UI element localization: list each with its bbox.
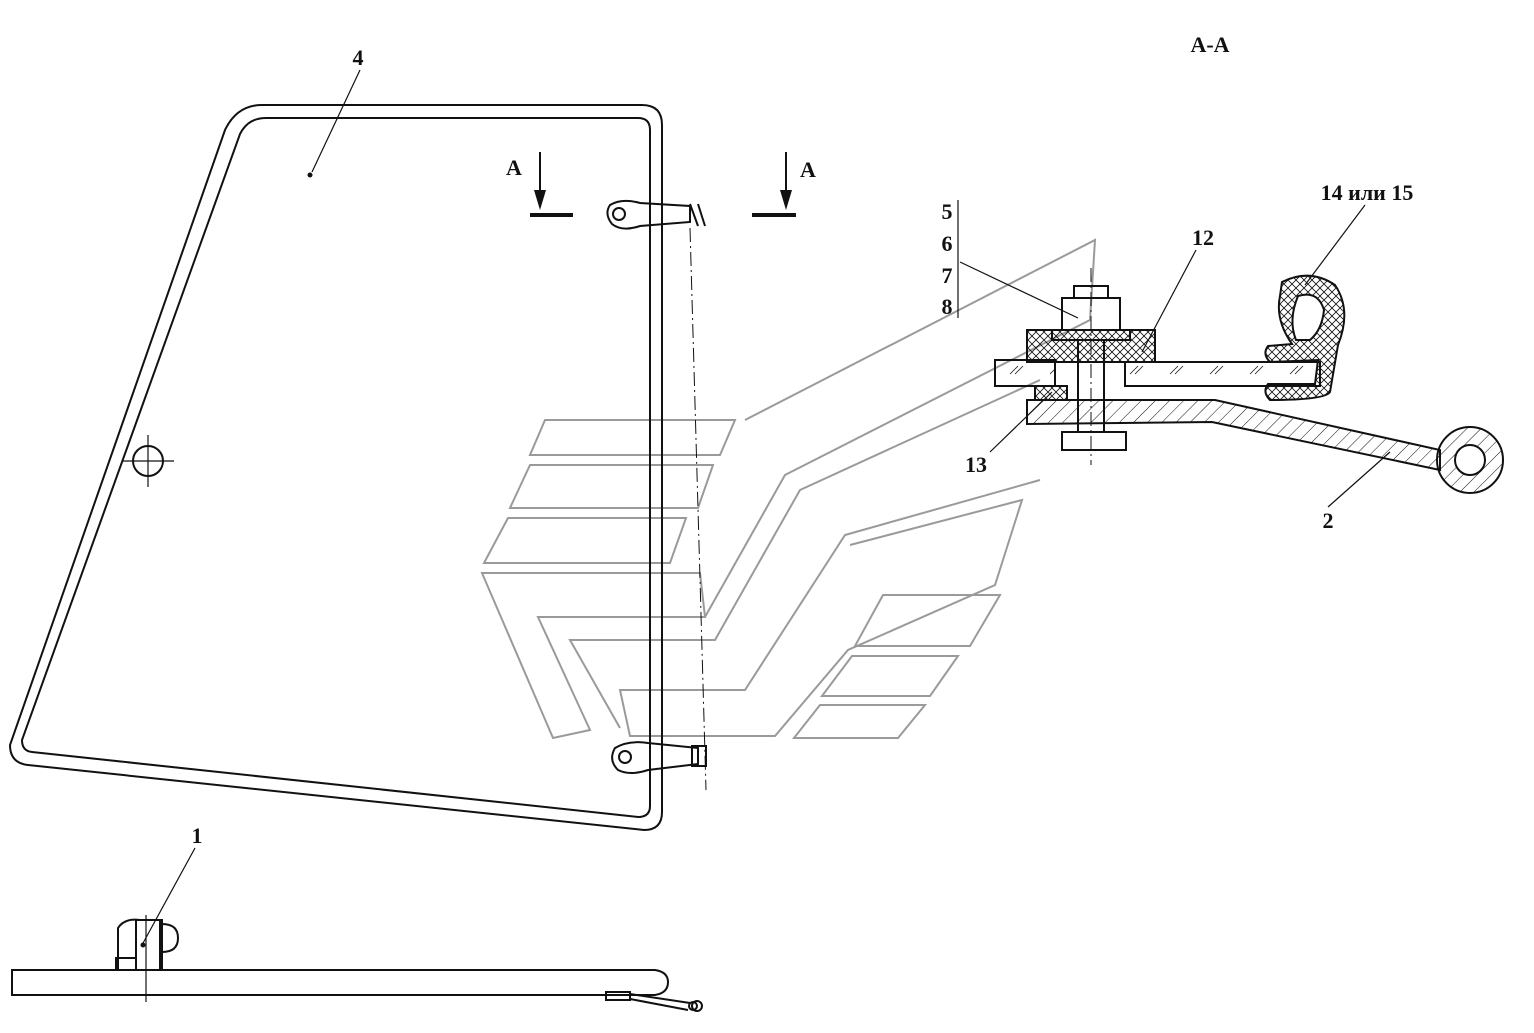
section-mark-left — [530, 152, 573, 217]
callout-14-or-15: 14 или 15 — [1321, 180, 1414, 205]
section-mark-left-label: А — [506, 155, 522, 180]
leader-lines — [141, 69, 1391, 946]
lower-hinge — [611, 741, 707, 774]
callout-6: 6 — [942, 231, 953, 256]
callout-2: 2 — [1323, 508, 1334, 533]
callout-13: 13 — [965, 452, 987, 477]
side-view — [11, 915, 703, 1012]
section-title: А-А — [1190, 32, 1229, 57]
section-mark-right — [752, 152, 796, 217]
upper-hinge — [606, 199, 706, 230]
callout-5: 5 — [942, 199, 953, 224]
section-detail — [994, 268, 1504, 494]
callout-7: 7 — [942, 263, 953, 288]
callout-8: 8 — [942, 294, 953, 319]
callout-1: 1 — [192, 823, 203, 848]
callout-4: 4 — [353, 45, 364, 70]
door-glass-panel — [8, 104, 663, 832]
watermark-logo — [480, 238, 1097, 740]
section-mark-right-label: А — [800, 157, 816, 182]
callout-12: 12 — [1192, 225, 1214, 250]
hinge-axis-line — [689, 227, 707, 791]
